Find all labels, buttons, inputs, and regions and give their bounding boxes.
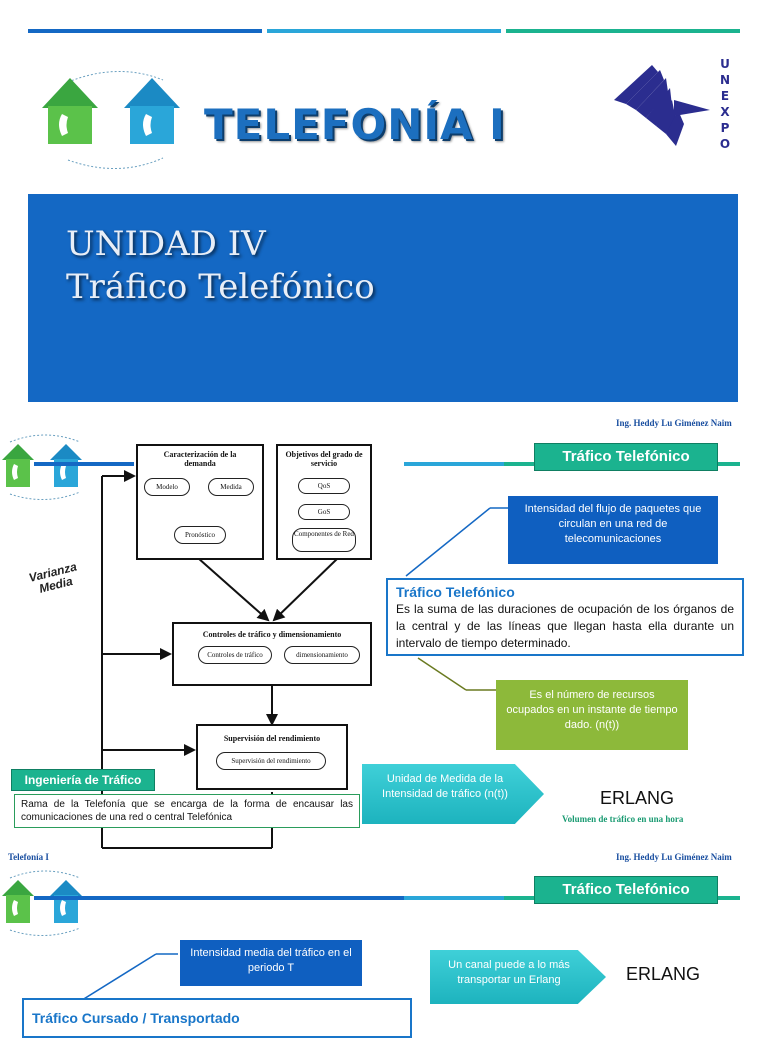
- erlang-note: Volumen de tráfico en una hora: [562, 814, 684, 824]
- top-bar-cyan: [267, 29, 501, 33]
- pill-qos: QoS: [298, 478, 350, 494]
- unexpo-letter: X: [720, 105, 730, 119]
- pill-modelo: Modelo: [144, 478, 190, 496]
- traffic-control-box: Controles de tráfico y dimensionamiento …: [172, 622, 372, 686]
- slide-rule-left: [34, 896, 404, 900]
- demand-characterization-box: Caracterización de la demanda Modelo Med…: [136, 444, 264, 560]
- pill-supervision: Supervisión del rendimiento: [216, 752, 326, 770]
- unit-number: UNIDAD IV: [66, 224, 266, 264]
- box-title: Controles de tráfico y dimensionamiento: [202, 630, 342, 639]
- definition-box: Tráfico Telefónico Es la suma de las dur…: [386, 578, 744, 656]
- carried-traffic-box: Tráfico Cursado / Transportado: [22, 998, 412, 1038]
- ingenieria-definition: Rama de la Telefonía que se encarga de l…: [14, 794, 360, 828]
- unexpo-letter: O: [719, 137, 731, 151]
- unit-topic: Tráfico Telefónico: [66, 267, 375, 307]
- definition-text: Es la suma de las duraciones de ocupació…: [396, 602, 734, 650]
- unexpo-letters: U N E X P O: [718, 56, 732, 152]
- pill-pronostico: Pronóstico: [174, 526, 226, 544]
- page-title: TELEFONÍA I: [204, 100, 506, 149]
- erlang-label: ERLANG: [626, 964, 701, 984]
- performance-supervision-box: Supervisión del rendimiento Supervisión …: [196, 724, 348, 790]
- service-grade-box: Objetivos del grado de servicio QoS GoS …: [276, 444, 372, 560]
- box-title: Objetivos del grado de servicio: [285, 450, 363, 468]
- mean-intensity-note: Intensidad media del tráfico en el perio…: [180, 940, 362, 986]
- slide-rule-left: [34, 462, 134, 466]
- box-title: Caracterización de la demanda: [163, 450, 237, 468]
- footer-author: Ing. Heddy Lu Giménez Naim: [616, 852, 732, 862]
- phone-houses-icon: [42, 71, 180, 169]
- phone-houses-small-icon: [2, 870, 82, 936]
- unexpo-logo-icon: [614, 65, 710, 146]
- channel-arrow: Un canal puede a lo más transportar un E…: [430, 950, 606, 1004]
- resources-note: Es el número de recursos ocupados en un …: [496, 680, 688, 750]
- author-credit: Ing. Heddy Lu Giménez Naim: [616, 418, 732, 428]
- pill-dimensionamiento: dimensionamiento: [284, 646, 360, 664]
- slide-rule-mid: [404, 462, 504, 466]
- variance-label: Varianza Media: [27, 559, 82, 597]
- packet-flow-note: Intensidad del flujo de paquetes que cir…: [508, 496, 718, 564]
- section-badge: Tráfico Telefónico: [535, 444, 717, 470]
- ingenieria-badge: Ingeniería de Tráfico: [12, 770, 154, 790]
- section-badge: Tráfico Telefónico: [535, 877, 717, 903]
- top-bar-green: [506, 29, 740, 33]
- unexpo-letter: U: [720, 57, 730, 71]
- unexpo-letter: N: [719, 73, 731, 87]
- pill-medida: Medida: [208, 478, 254, 496]
- top-bar-blue: [28, 29, 262, 33]
- footer-course: Telefonía I: [8, 852, 49, 862]
- phone-houses-small-icon: [2, 434, 82, 500]
- pill-controles: Controles de tráfico: [198, 646, 272, 664]
- callout-lines: [405, 507, 508, 691]
- definition-title: Tráfico Telefónico: [396, 584, 515, 600]
- erlang-label: ERLANG: [600, 788, 675, 808]
- unit-banner: UNIDAD IV Tráfico Telefónico: [28, 194, 738, 402]
- box-title: Supervisión del rendimiento: [223, 734, 321, 743]
- pill-gos: GoS: [298, 504, 350, 520]
- unit-measure-arrow: Unidad de Medida de la Intensidad de trá…: [362, 764, 544, 824]
- slide-rule-mid: [404, 896, 504, 900]
- pill-componentes: Componentes de Red: [292, 528, 356, 552]
- unexpo-letter: P: [720, 121, 730, 135]
- unexpo-letter: E: [720, 89, 730, 103]
- carried-traffic-title: Tráfico Cursado / Transportado: [32, 1010, 240, 1026]
